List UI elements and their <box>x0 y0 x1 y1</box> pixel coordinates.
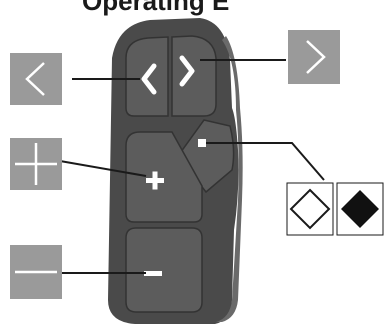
device-button-select[interactable] <box>177 119 235 194</box>
leader-select <box>206 142 325 181</box>
chevron-right-icon <box>179 55 195 87</box>
diamond-outline-icon <box>289 188 331 230</box>
select-outline-panel <box>286 182 334 236</box>
plus-icon <box>15 143 57 185</box>
leader-lines <box>59 59 325 274</box>
select-filled-panel <box>336 182 384 236</box>
device-button-minus[interactable] <box>125 227 203 313</box>
plus-icon <box>146 171 164 190</box>
chevron-left-icon <box>25 62 45 96</box>
diagram-title: Operating E <box>82 0 229 16</box>
minus-icon <box>144 271 162 276</box>
left-arrow-panel <box>10 53 62 105</box>
device-edge-highlight <box>216 36 243 322</box>
square-icon <box>198 139 206 147</box>
remote-control-device <box>108 18 243 324</box>
chevron-left-icon <box>141 63 157 95</box>
diamond-filled-icon <box>341 190 379 228</box>
chevron-right-icon <box>306 40 326 74</box>
device-button-plus[interactable] <box>125 131 203 223</box>
right-arrow-panel <box>288 30 340 84</box>
plus-panel <box>10 138 62 190</box>
leader-plus <box>59 160 147 177</box>
minus-panel <box>10 245 62 299</box>
device-button-right[interactable] <box>171 35 217 117</box>
